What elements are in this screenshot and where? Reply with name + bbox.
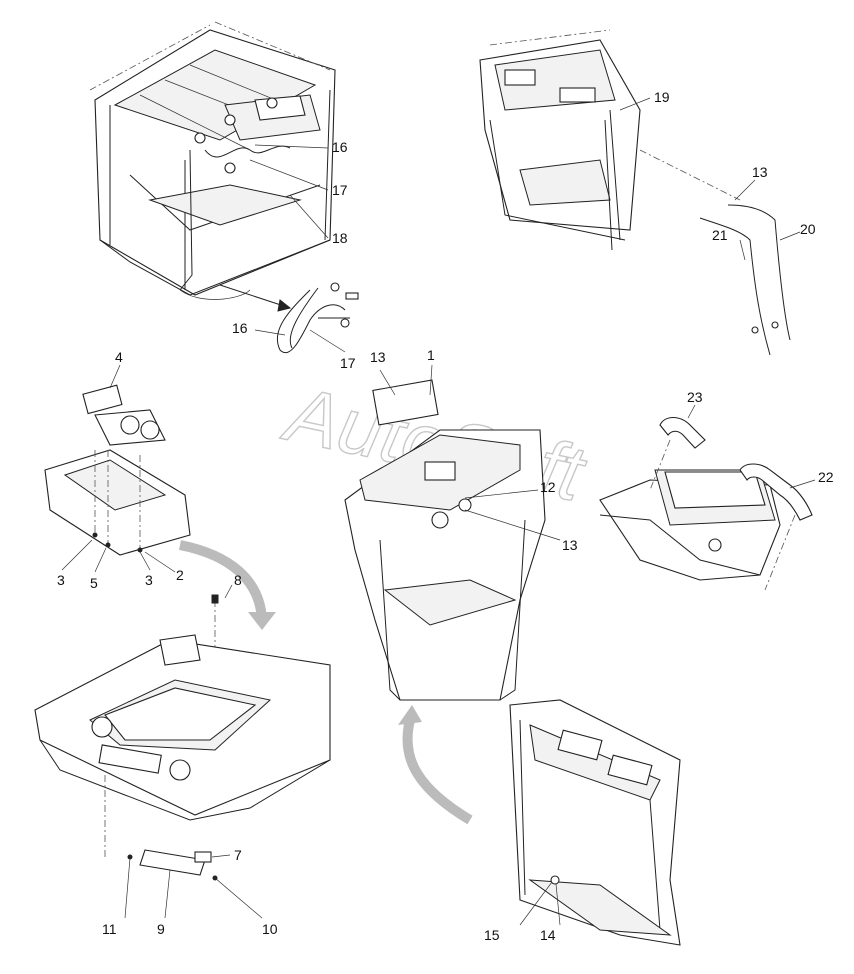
callout-13-hose: 13 (752, 164, 768, 180)
roof-frame-assembly (479, 29, 741, 251)
callout-22: 22 (818, 469, 834, 485)
callout-6: 7 (234, 847, 242, 863)
arrow-curve-right (402, 718, 473, 825)
callout-17-detail: 17 (340, 355, 356, 371)
callout-11: 12 (540, 479, 556, 495)
headliner-assembly (34, 634, 331, 860)
callout-1: 1 (427, 347, 435, 363)
callout-14: 14 (540, 927, 556, 943)
callout-20: 20 (800, 221, 816, 237)
callout-13-center: 13 (370, 349, 386, 365)
callout-18: 18 (332, 230, 348, 246)
callout-3-left: 3 (57, 572, 65, 588)
callout-4: 4 (115, 349, 123, 365)
callout-9: 10 (262, 921, 278, 937)
callout-17: 17 (332, 182, 348, 198)
hose-set (699, 204, 791, 356)
callout-12: 13 (562, 537, 578, 553)
cab-frame-assembly (89, 21, 336, 312)
callout-15: 15 (484, 927, 500, 943)
callout-2: 2 (176, 567, 184, 583)
hvac-unit-assembly (599, 416, 813, 591)
harness-detail (276, 282, 359, 353)
callout-8: 9 (157, 921, 165, 937)
console-panel-assembly (44, 384, 191, 556)
callout-3-right: 3 (145, 572, 153, 588)
lower-frame-assembly (509, 699, 681, 946)
callout-5: 5 (90, 575, 98, 591)
callout-7: 8 (234, 572, 242, 588)
switch-plate-detail (127, 849, 218, 881)
callout-23: 23 (687, 389, 703, 405)
callout-10: 11 (102, 921, 117, 937)
arrow-curve-left (179, 540, 267, 621)
callout-19: 19 (654, 89, 670, 105)
center-frame-assembly (344, 379, 546, 701)
callout-21: 21 (712, 227, 728, 243)
callout-16-detail: 16 (232, 320, 248, 336)
callout-16: 16 (332, 139, 348, 155)
